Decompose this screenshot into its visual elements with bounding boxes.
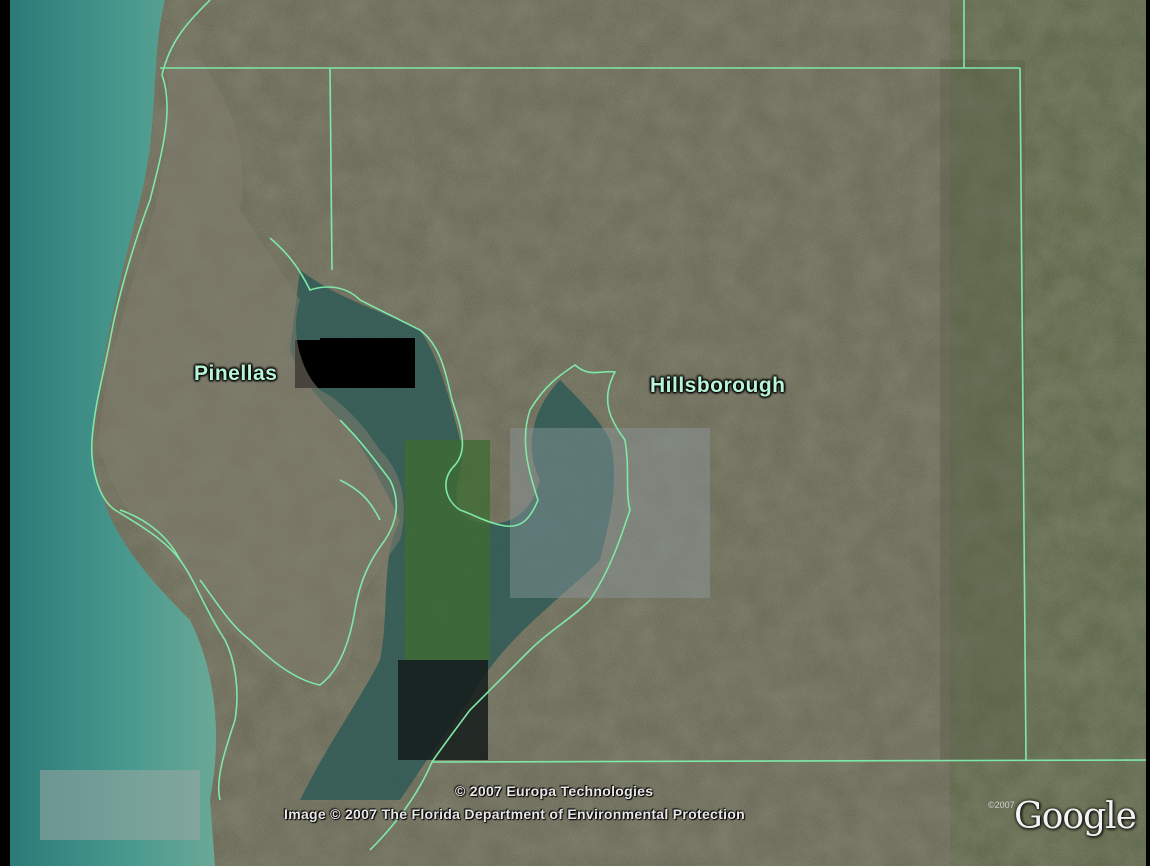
inlet-1 <box>119 509 181 561</box>
pinellas-inner-shoreline <box>199 419 398 686</box>
logo-year: ©2007 <box>988 800 1015 810</box>
tampa-bay-shoreline <box>269 237 631 851</box>
google-logo: Google <box>1014 796 1137 837</box>
missing-tile-2 <box>320 338 415 368</box>
green-water-tile <box>405 440 490 660</box>
pinellas-hillsborough-line <box>329 67 333 271</box>
attribution-line-1: © 2007 Europa Technologies <box>455 783 654 799</box>
inlet-2 <box>339 479 381 521</box>
dark-water-tile <box>398 660 488 760</box>
county-boundaries <box>90 0 1150 851</box>
hillsborough-east-tile <box>940 60 1025 760</box>
label-pinellas[interactable]: Pinellas <box>194 362 278 385</box>
gulf-coastline <box>90 0 238 801</box>
hillsborough-east-line <box>1019 67 1027 761</box>
pinellas-land <box>98 60 404 682</box>
black-edge <box>0 0 10 866</box>
gulf-of-mexico <box>10 0 217 866</box>
attribution-line-2: Image © 2007 The Florida Department of E… <box>284 806 745 822</box>
hillsborough-south-line <box>431 759 1150 763</box>
water-tile <box>40 770 200 840</box>
right-edge <box>1146 0 1150 866</box>
bay-haze-tile <box>510 428 710 598</box>
label-hillsborough[interactable]: Hillsborough <box>650 374 786 397</box>
